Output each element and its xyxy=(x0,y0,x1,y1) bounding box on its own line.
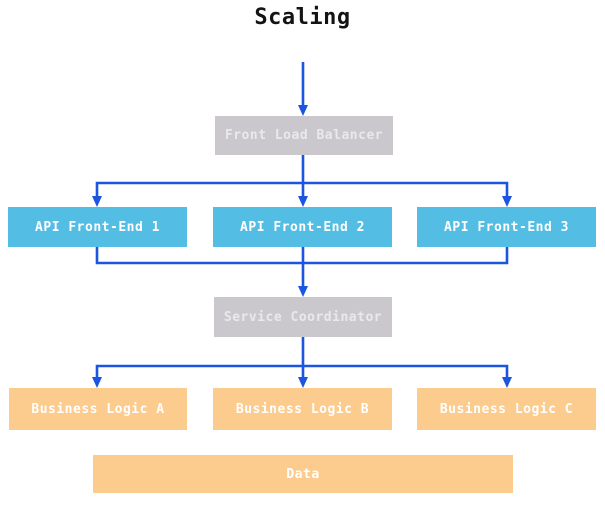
node-api-front-end-2: API Front-End 2 xyxy=(213,207,392,247)
node-api-front-end-3: API Front-End 3 xyxy=(417,207,596,247)
diagram-title: Scaling xyxy=(254,5,351,30)
node-business-logic-a: Business Logic A xyxy=(9,388,187,430)
arrowhead-api2 xyxy=(298,196,308,207)
arrowhead-sc xyxy=(298,286,308,297)
edge-flb-split xyxy=(95,155,509,198)
arrowhead-api3 xyxy=(502,196,512,207)
arrowhead-api1 xyxy=(92,196,102,207)
arrowhead-blc xyxy=(502,377,512,388)
node-service-coordinator: Service Coordinator xyxy=(214,297,392,337)
node-business-logic-c: Business Logic C xyxy=(417,388,596,430)
node-front-load-balancer: Front Load Balancer xyxy=(215,116,393,155)
node-data: Data xyxy=(93,455,513,493)
edge-sc-split xyxy=(95,337,509,379)
arrowhead-bla xyxy=(92,377,102,388)
node-api-front-end-1: API Front-End 1 xyxy=(8,207,187,247)
arrowhead-flb xyxy=(298,105,308,116)
node-business-logic-b: Business Logic B xyxy=(213,388,392,430)
arrowhead-blb xyxy=(298,377,308,388)
edge-api-merge xyxy=(95,247,509,288)
